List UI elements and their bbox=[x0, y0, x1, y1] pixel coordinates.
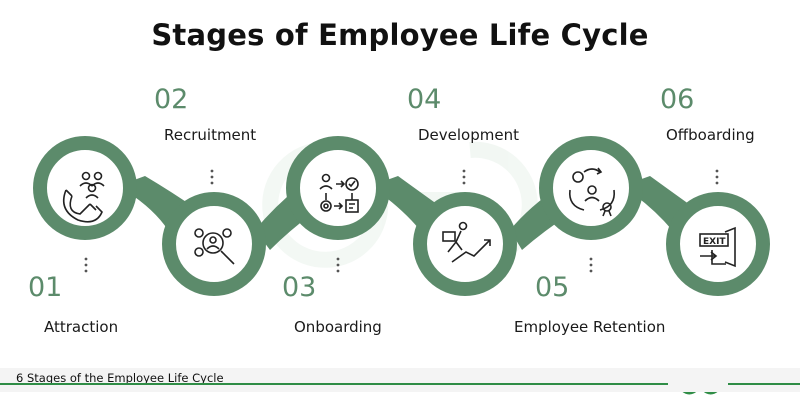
footer-divider bbox=[0, 383, 668, 385]
stage-label-development: Development bbox=[418, 126, 519, 144]
stage-label-onboarding: Onboarding bbox=[294, 318, 382, 336]
magnet-people-icon bbox=[62, 171, 105, 223]
stage-number-02: 02 bbox=[154, 84, 189, 115]
process-flow-icon bbox=[319, 173, 359, 213]
dotted-leaders bbox=[84, 169, 719, 273]
stage-label-employee-retention: Employee Retention bbox=[514, 318, 666, 336]
exit-door-icon: EXIT bbox=[699, 226, 736, 268]
retention-hands-icon bbox=[568, 167, 616, 217]
stage-number-06: 06 bbox=[660, 84, 695, 115]
stage-label-offboarding: Offboarding bbox=[666, 126, 755, 144]
stage-label-attraction: Attraction bbox=[44, 318, 119, 336]
stage-label-recruitment: Recruitment bbox=[164, 126, 257, 144]
stage-number-05: 05 bbox=[535, 272, 570, 303]
stage-number-04: 04 bbox=[407, 84, 442, 115]
stage-rings bbox=[33, 136, 770, 296]
page-title: Stages of Employee Life Cycle bbox=[151, 18, 649, 52]
footer-caption: 6 Stages of the Employee Life Cycle bbox=[16, 371, 224, 385]
candidate-search-icon bbox=[194, 228, 235, 265]
stage-number-03: 03 bbox=[282, 272, 317, 303]
footer-divider-right bbox=[728, 383, 800, 385]
stage-number-01: 01 bbox=[28, 272, 63, 303]
growth-climb-icon bbox=[442, 221, 491, 263]
footer-bar bbox=[0, 368, 800, 392]
svg-text:EXIT: EXIT bbox=[703, 237, 726, 247]
